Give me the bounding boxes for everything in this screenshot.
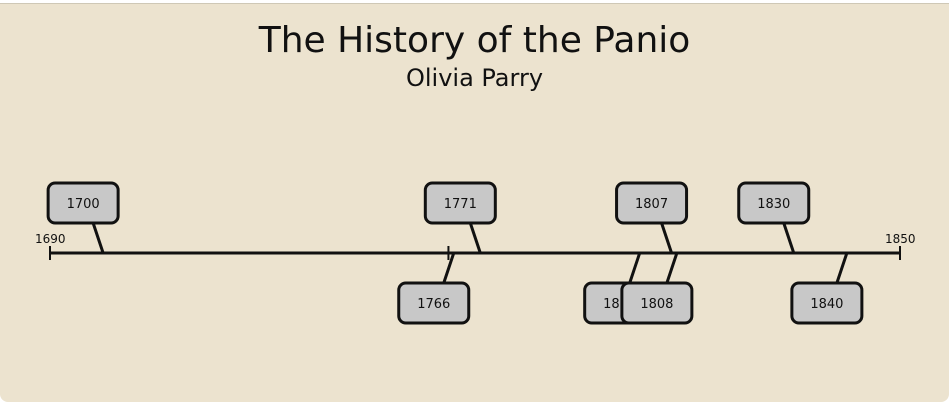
event-connector xyxy=(835,252,849,284)
event-connector xyxy=(665,252,679,284)
event-label: 1766 xyxy=(417,297,450,312)
event-box xyxy=(46,181,120,225)
event-label: 1771 xyxy=(444,197,477,212)
event-box xyxy=(397,281,471,325)
page-title: The History of the Panio xyxy=(258,20,691,61)
event-label: 1840 xyxy=(810,297,843,312)
event-connector xyxy=(660,222,673,254)
timeline-end-label: 1850 xyxy=(885,232,916,246)
event-label: 1830 xyxy=(757,197,790,212)
timeline-event-1830: 1830 xyxy=(737,181,811,254)
event-box xyxy=(790,281,864,325)
timeline-event-1807: 1807 xyxy=(615,181,689,254)
event-connector xyxy=(782,222,796,254)
event-label: 1700 xyxy=(67,197,100,212)
timeline-start-label: 1690 xyxy=(35,232,66,246)
event-box xyxy=(423,181,497,225)
event-connector xyxy=(468,222,482,254)
event-label: 1807 xyxy=(635,197,668,212)
event-connector xyxy=(628,252,642,284)
timeline-event-1840: 1840 xyxy=(790,252,864,325)
page-subtitle: Olivia Parry xyxy=(405,64,544,92)
timeline-event-1700: 1700 xyxy=(46,181,120,254)
event-box xyxy=(620,281,694,325)
timeline-event-1766: 1766 xyxy=(397,252,471,325)
event-connector xyxy=(442,252,456,284)
event-label: 1808 xyxy=(640,297,673,312)
event-box xyxy=(737,181,811,225)
event-connector xyxy=(91,222,105,254)
event-box xyxy=(615,181,689,225)
timeline-event-1771: 1771 xyxy=(423,181,497,254)
timeline-event-1808: 1808 xyxy=(620,252,694,325)
